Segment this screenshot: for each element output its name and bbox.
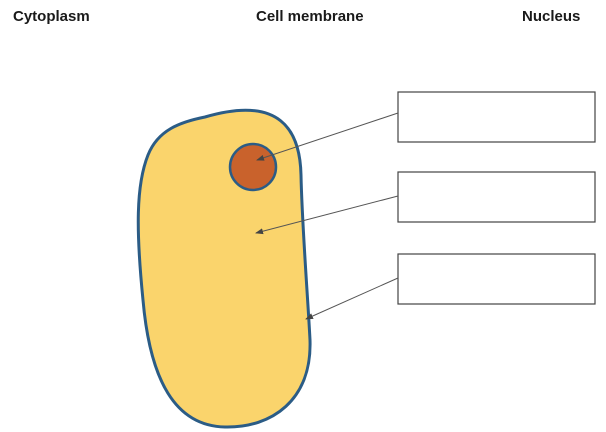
cell-membrane xyxy=(138,110,310,427)
label-box-3[interactable] xyxy=(398,254,595,304)
nucleus xyxy=(230,144,276,190)
label-box-1[interactable] xyxy=(398,92,595,142)
label-box-2[interactable] xyxy=(398,172,595,222)
arrow-to-membrane xyxy=(306,278,398,319)
